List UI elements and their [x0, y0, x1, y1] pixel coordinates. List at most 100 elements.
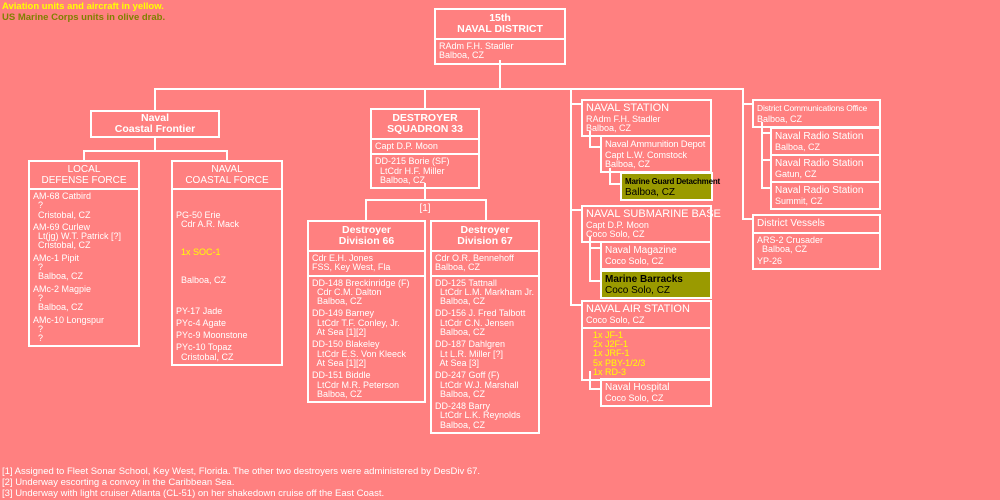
connector-line: [424, 183, 426, 199]
box-title: NAVAL SUBMARINE BASE: [586, 208, 721, 220]
ship-entry: DD-151 Biddle LtCdr M.R. Peterson Balboa…: [312, 370, 400, 399]
box-units: DD-125 Tattnall LtCdr L.M. Markham Jr. B…: [432, 274, 538, 432]
box-title: NAVAL STATION: [586, 102, 670, 114]
box-title: Destroyer Division 66: [338, 224, 395, 247]
connector-line: [226, 150, 228, 161]
legend-aviation: Aviation units and aircraft in yellow.: [2, 1, 164, 12]
ship-entry: AMc-1 Pipit ? Balboa, CZ: [33, 252, 84, 282]
box-body: District Communications Office Balboa, C…: [754, 101, 879, 126]
box-body: Naval Magazine Coco Solo, CZ: [602, 243, 710, 268]
box-body: Naval Radio Station Summit, CZ: [772, 183, 879, 208]
box-title: Marine Barracks: [605, 274, 683, 285]
box-title: Naval Coastal Frontier: [114, 112, 196, 135]
box-commander: Capt D.P. Moon: [372, 138, 478, 153]
box-flagship: DD-215 Borie (SF) LtCdr H.F. Miller Balb…: [372, 153, 478, 187]
ship-entry: DD-156 J. Fred Talbott LtCdr C.N. Jensen…: [435, 308, 526, 338]
box-title: Naval Ammunition Depot: [605, 139, 706, 150]
box-details: Summit, CZ: [775, 195, 823, 206]
box-title: LOCAL DEFENSE FORCE: [41, 164, 127, 186]
box-details: RAdm F.H. Stadler Balboa, CZ: [586, 113, 661, 133]
ship-entry: PY-17 Jade: [176, 305, 223, 316]
ship-entry: PG-50 Erie Cdr A.R. Mack 1x SOC-1 Balboa…: [176, 192, 278, 304]
box-15th-naval-district: 15th NAVAL DISTRICT RAdm F.H. Stadler Ba…: [434, 8, 566, 65]
ship-entry: AM-69 Curlew Lt(jg) W.T. Patrick [?] Cri…: [33, 221, 122, 251]
aircraft-line: 1x SOC-1: [176, 246, 221, 257]
connector-line: [154, 88, 744, 90]
box-units: AM-68 Catbird ? Cristobal, CZ AM-69 Curl…: [30, 188, 138, 345]
box-details: Coco Solo, CZ: [586, 314, 645, 325]
box-title: NAVAL AIR STATION: [586, 303, 690, 315]
ship-entry: AMc-10 Longspur ? ?: [33, 314, 105, 344]
aircraft-list: 1x JF-1 2x J2F-1 1x JRF-1 5x PBY-1/2/3 1…: [583, 326, 710, 379]
box-title: Naval Hospital: [605, 382, 670, 393]
box-title: NAVAL COASTAL FORCE: [185, 164, 269, 186]
connector-line: [761, 122, 763, 189]
box-details: RAdm F.H. Stadler Balboa, CZ: [436, 38, 564, 63]
box-body: Naval Ammunition Depot Capt L.W. Comstoc…: [602, 137, 710, 171]
box-naval-radio-station-summit: Naval Radio Station Summit, CZ: [770, 181, 881, 210]
box-details: Balboa, CZ: [775, 141, 821, 152]
box-naval-ammunition-depot: Naval Ammunition Depot Capt L.W. Comstoc…: [600, 135, 712, 174]
ship-entry: YP-26: [757, 256, 783, 267]
ship-entry: AM-68 Catbird ? Cristobal, CZ: [33, 191, 92, 220]
box-details: Coco Solo, CZ: [605, 255, 664, 266]
connector-line: [589, 388, 601, 390]
box-title: Naval Radio Station: [775, 131, 864, 142]
ship-entry: DD-149 Barney LtCdr T.F. Conley, Jr. At …: [312, 308, 400, 338]
box-body: Naval Radio Station Gatun, CZ: [772, 156, 879, 181]
connector-line: [485, 199, 487, 221]
box-body: NAVAL AIR STATION Coco Solo, CZ: [583, 302, 710, 327]
box-commander: Cdr E.H. Jones FSS, Key West, Fla: [309, 250, 424, 275]
box-district-communications-office: District Communications Office Balboa, C…: [752, 99, 881, 128]
connector-line: [761, 132, 771, 134]
connector-line: [742, 103, 753, 105]
connector-line: [570, 103, 582, 105]
box-destroyer-squadron-33: DESTROYER SQUADRON 33 Capt D.P. Moon DD-…: [370, 108, 480, 190]
box-naval-coastal-frontier: Naval Coastal Frontier: [90, 110, 220, 138]
box-details: Gatun, CZ: [775, 168, 817, 179]
ship-entry: PYc-4 Agate: [176, 317, 227, 328]
connector-line: [499, 60, 501, 88]
box-body: Marine Barracks Coco Solo, CZ: [602, 272, 710, 297]
box-title: Destroyer Division 67: [457, 224, 513, 247]
connector-line: [83, 150, 85, 161]
box-destroyer-division-66: Destroyer Division 66 Cdr E.H. Jones FSS…: [307, 220, 426, 404]
box-naval-radio-station-gatun: Naval Radio Station Gatun, CZ: [770, 154, 881, 183]
connector-line: [365, 199, 367, 221]
box-title: 15th NAVAL DISTRICT: [457, 12, 543, 35]
footnotes: [1] Assigned to Fleet Sonar School, Key …: [2, 466, 481, 499]
box-details: Coco Solo, CZ: [605, 392, 664, 403]
box-naval-air-station: NAVAL AIR STATION Coco Solo, CZ 1x JF-1 …: [581, 300, 712, 382]
connector-line: [365, 199, 487, 201]
connector-line: [742, 218, 753, 220]
box-body: NAVAL STATION RAdm F.H. Stadler Balboa, …: [583, 101, 710, 135]
box-title: Marine Guard Detachment: [625, 177, 720, 186]
ship-entry: PYc-10 Topaz Cristobal, CZ: [176, 342, 234, 362]
footnote-ref-1: [1]: [419, 203, 431, 214]
connector-line: [742, 88, 744, 220]
box-marine-barracks: Marine Barracks Coco Solo, CZ: [600, 270, 712, 299]
legend-marine: US Marine Corps units in olive drab.: [2, 12, 166, 23]
ship-entry: DD-187 Dahlgren Lt L.R. Miller [?] At Se…: [435, 339, 506, 368]
ship-entry: DD-248 Barry LtCdr L.K. Reynolds Balboa,…: [435, 401, 521, 430]
connector-line: [154, 137, 156, 150]
connector-line: [570, 304, 582, 306]
box-marine-guard-detachment: Marine Guard Detachment Balboa, CZ: [620, 172, 720, 201]
ship-entry: AMc-2 Magpie ? Balboa, CZ: [33, 283, 92, 313]
legend: Aviation units and aircraft in yellow. U…: [2, 1, 165, 23]
ship-entry: DD-150 Blakeley LtCdr E.S. Von Kleeck At…: [312, 339, 407, 368]
box-units: PG-50 Erie Cdr A.R. Mack 1x SOC-1 Balboa…: [173, 188, 281, 364]
connector-line: [570, 209, 582, 211]
box-details: Balboa, CZ: [757, 113, 803, 124]
box-destroyer-division-67: Destroyer Division 67 Cdr O.R. Bennehoff…: [430, 220, 540, 435]
box-title-row: District Vessels: [754, 216, 879, 232]
box-title: Naval Radio Station: [775, 158, 864, 169]
connector-line: [761, 187, 771, 189]
connector-line: [83, 150, 228, 152]
connector-line: [609, 183, 621, 185]
connector-line: [589, 280, 601, 282]
connector-line: [424, 88, 426, 108]
box-naval-hospital: Naval Hospital Coco Solo, CZ: [600, 378, 712, 407]
connector-line: [589, 237, 591, 282]
connector-line: [589, 131, 591, 148]
